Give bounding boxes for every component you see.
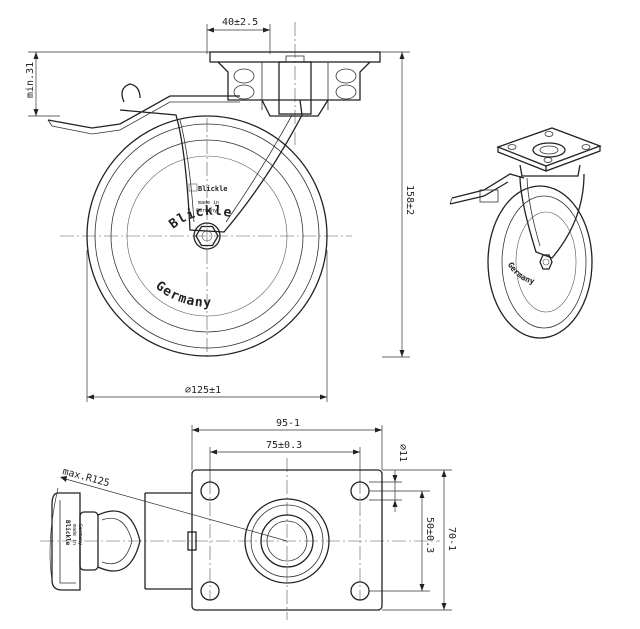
dim-hole-spacing-y: 50±0.3 (369, 490, 435, 592)
dim-plate-length: 70-1 (382, 469, 457, 611)
axle-hub (193, 222, 221, 250)
iso-brake-lever (449, 173, 525, 205)
dim-hole-spacing-y-label: 50±0.3 (424, 517, 435, 553)
brake-lever (47, 83, 240, 135)
badge-line2: Germany (196, 208, 217, 214)
top-plate (191, 469, 383, 611)
swivel-ring-outer (244, 498, 330, 584)
top-badge-line1: made in (71, 524, 77, 545)
top-view: Blickle made in Germany max.R125 95-1 (40, 418, 457, 620)
dim-plate-width-label: 95-1 (276, 418, 300, 429)
side-view: Blickle made in Germany Blickle Germany … (25, 17, 415, 402)
badge-line1: made in (198, 200, 219, 206)
side-fork (119, 99, 303, 233)
mounting-hole (200, 581, 220, 601)
dim-plate-width: 95-1 (191, 418, 383, 470)
top-badge-brand: Blickle (64, 520, 71, 546)
badge-brand: Blickle (198, 185, 228, 193)
side-wheel-badge: Blickle made in Germany (188, 183, 228, 214)
axle-nut (195, 225, 219, 247)
dim-swivel-radius-label: max.R125 (61, 466, 110, 489)
dim-wheel-diameter: ∅125±1 (86, 250, 328, 402)
dim-overall-height-label: 158±2 (404, 185, 415, 215)
dim-plate-length-label: 70-1 (446, 527, 457, 551)
dim-lock-clearance: min.31 (25, 51, 210, 117)
dim-overall-height: 158±2 (380, 51, 415, 358)
iso-fork (519, 173, 585, 259)
side-swivel-head (217, 55, 371, 117)
iso-brand-line2: Germany (506, 261, 536, 286)
top-brake-pedal: Blickle made in Germany (51, 492, 141, 591)
dim-lock-clearance-label: min.31 (25, 62, 36, 98)
swivel-ring-inner (260, 514, 314, 568)
top-badge-line2: Germany (77, 524, 83, 545)
iso-wheel (487, 185, 593, 339)
dim-plate-side: 40±2.5 (206, 17, 271, 54)
iso-brand-arc-text: Germany (506, 261, 536, 286)
dim-wheel-diameter-label: ∅125±1 (185, 385, 221, 396)
dim-plate-side-label: 40±2.5 (222, 17, 258, 28)
dim-hole-spacing-x-label: 75±0.3 (266, 440, 302, 451)
side-wheel (86, 115, 328, 357)
dim-hole-diameter-label: ∅11 (397, 444, 408, 462)
wheel-brand-line2: Germany (152, 279, 211, 311)
iso-top-plate (496, 127, 602, 167)
dim-hole-spacing-x: 75±0.3 (209, 440, 361, 482)
dim-hole-diameter: ∅11 (369, 444, 408, 512)
iso-view: Germany (449, 127, 602, 339)
wheel-brand-arc-text-2: Germany (152, 279, 212, 311)
